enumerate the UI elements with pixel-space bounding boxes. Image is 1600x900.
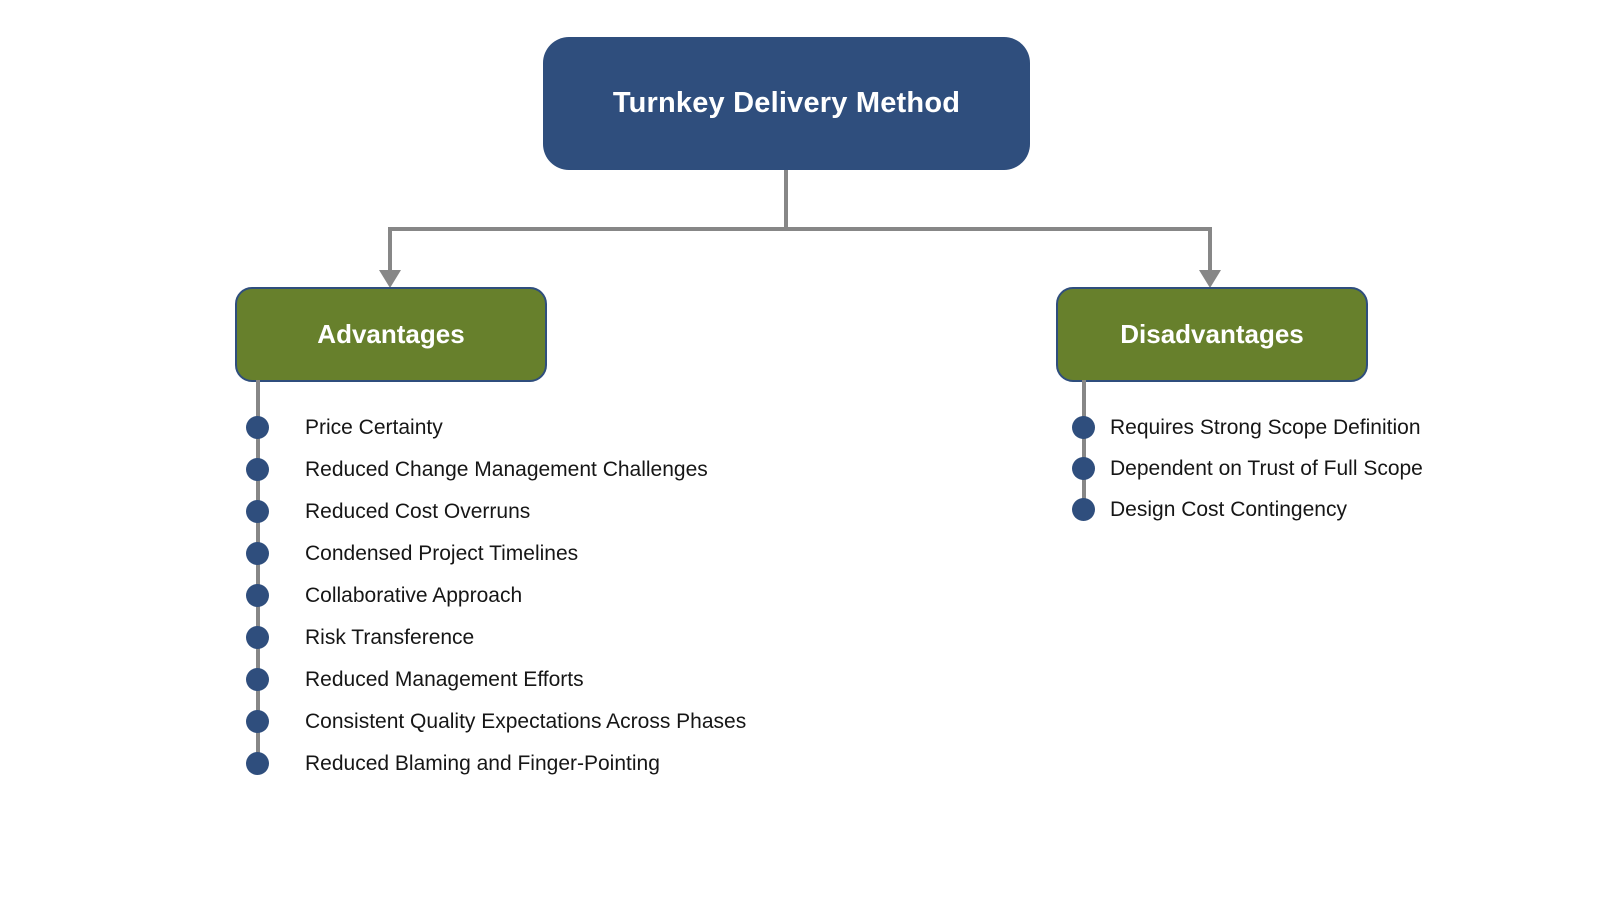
list-item-label: Price Certainty xyxy=(305,415,443,439)
list-item: Price Certainty xyxy=(246,406,746,448)
list-item-label: Dependent on Trust of Full Scope xyxy=(1110,457,1423,480)
bullet-icon xyxy=(246,583,269,607)
branch-node-disadvantages: Disadvantages xyxy=(1056,287,1368,382)
list-item: Requires Strong Scope Definition xyxy=(1072,407,1423,448)
list-item: Consistent Quality Expectations Across P… xyxy=(246,700,746,742)
list-item: Reduced Cost Overruns xyxy=(246,490,746,532)
list-item: Risk Transference xyxy=(246,616,746,658)
list-item: Reduced Management Efforts xyxy=(246,658,746,700)
root-node: Turnkey Delivery Method xyxy=(543,37,1030,170)
list-item: Collaborative Approach xyxy=(246,574,746,616)
list-item-label: Reduced Blaming and Finger-Pointing xyxy=(305,751,660,775)
bullet-icon xyxy=(246,667,269,691)
bullet-icon xyxy=(246,415,269,439)
list-item-label: Consistent Quality Expectations Across P… xyxy=(305,709,747,733)
list-item: Reduced Blaming and Finger-Pointing xyxy=(246,742,746,784)
bullet-icon xyxy=(246,709,269,733)
list-item-label: Collaborative Approach xyxy=(305,583,523,607)
disadvantages-label: Disadvantages xyxy=(1120,319,1304,349)
root-node-label: Turnkey Delivery Method xyxy=(612,87,961,119)
branch-connector-line xyxy=(388,227,1212,272)
list-item-label: Reduced Change Management Challenges xyxy=(305,457,708,481)
bullet-icon xyxy=(246,751,269,775)
list-item-label: Reduced Cost Overruns xyxy=(305,499,531,523)
list-item: Dependent on Trust of Full Scope xyxy=(1072,448,1423,489)
bullet-icon xyxy=(246,457,269,481)
bullet-icon xyxy=(246,499,269,523)
arrowhead-right-icon xyxy=(1199,270,1221,288)
bullet-icon xyxy=(1072,416,1095,439)
advantages-label: Advantages xyxy=(317,319,465,349)
list-item: Condensed Project Timelines xyxy=(246,532,746,574)
advantages-stem-line xyxy=(256,380,260,764)
bullet-icon xyxy=(246,625,269,649)
list-item-label: Reduced Management Efforts xyxy=(305,667,584,691)
arrowhead-left-icon xyxy=(379,270,401,288)
branch-node-advantages: Advantages xyxy=(235,287,547,382)
list-item-label: Requires Strong Scope Definition xyxy=(1110,416,1421,439)
list-item: Design Cost Contingency xyxy=(1072,489,1423,530)
disadvantages-stem-line xyxy=(1082,380,1086,511)
bullet-icon xyxy=(246,541,269,565)
list-item: Reduced Change Management Challenges xyxy=(246,448,746,490)
list-item-label: Design Cost Contingency xyxy=(1110,498,1347,521)
bullet-icon xyxy=(1072,498,1095,521)
list-item-label: Condensed Project Timelines xyxy=(305,541,579,565)
bullet-icon xyxy=(1072,457,1095,480)
list-item-label: Risk Transference xyxy=(305,625,475,649)
